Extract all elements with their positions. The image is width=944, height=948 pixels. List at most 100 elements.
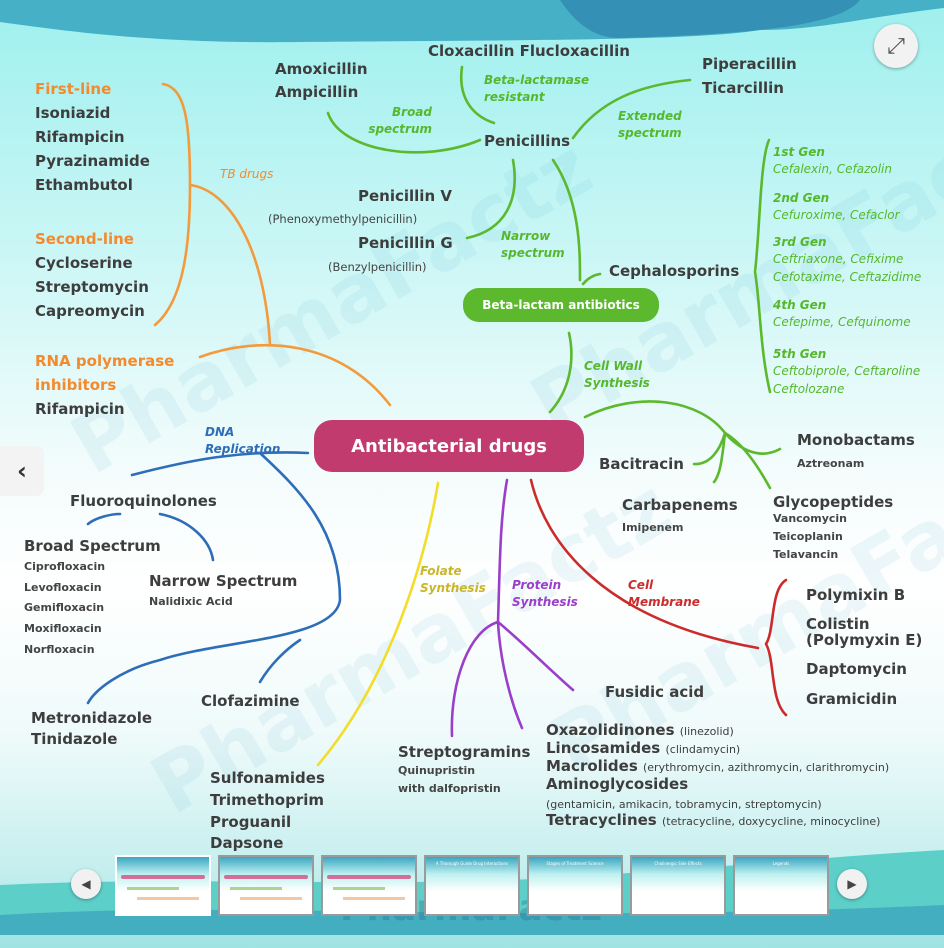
class-name: Macrolides	[546, 757, 638, 775]
rna-title: inhibitors	[35, 376, 117, 394]
fq-narrow-title: Narrow Spectrum	[149, 572, 298, 590]
streptogramin-drug: with dalfopristin	[398, 782, 501, 795]
thumbnail-prev-button[interactable]: ◀	[71, 869, 101, 899]
carbapenems: Carbapenems	[622, 496, 738, 514]
protein-lines	[450, 478, 575, 738]
label-line: spectrum	[618, 126, 682, 141]
slide-thumbnail[interactable]: Stages of Treatment Science	[527, 855, 623, 916]
membrane-drug: Polymixin B	[806, 586, 906, 604]
gen-title: 3rd Gen	[773, 235, 827, 249]
thumb-title: Cholinergic Side Effects	[654, 861, 702, 866]
dna-arc	[130, 451, 310, 477]
tb-branch-label: TB drugs	[220, 167, 274, 181]
glycopeptides-drug: Telavancin	[773, 548, 839, 561]
tb-drug: Streptomycin	[35, 278, 149, 296]
penicillin-g-note: (Benzylpenicillin)	[328, 260, 427, 274]
label-line: Beta-lactamase	[484, 73, 590, 87]
folate-drug: Proguanil	[210, 813, 292, 831]
top-wave-decoration	[0, 0, 944, 43]
gen-title: 2nd Gen	[773, 191, 830, 205]
tb-drug: Isoniazid	[35, 104, 111, 122]
dna-main	[86, 451, 342, 705]
class-note: (clindamycin)	[665, 743, 741, 756]
slide-thumbnail[interactable]: A Thorough Guide Drug Interactions	[424, 855, 520, 916]
tb-drug: Ethambutol	[35, 176, 133, 194]
folate-drug: Sulfonamides	[210, 769, 325, 787]
label-line: Broad	[392, 105, 432, 119]
label-line: Synthesis	[420, 581, 486, 596]
beta-lactam-lines	[326, 65, 782, 490]
label-line: Cell Wall	[584, 359, 643, 373]
tb-drug: Rifampicin	[35, 128, 125, 146]
thumb-preview	[333, 887, 385, 890]
nitroimidazole: Metronidazole	[31, 709, 153, 727]
membrane-drug: (Polymyxin E)	[806, 631, 923, 649]
resistant-line	[459, 65, 496, 125]
tb-drug: Pyrazinamide	[35, 152, 150, 170]
extended-drug: Piperacillin	[702, 55, 797, 73]
gen-drugs: Cefepime, Cefquinome	[773, 315, 911, 330]
fusidic-line	[496, 620, 575, 692]
previous-slide-side-button[interactable]: ‹	[0, 446, 44, 496]
class-note: (linezolid)	[679, 725, 734, 738]
label-line: Folate	[420, 564, 462, 578]
fluoroquinolones: Fluoroquinolones	[70, 492, 217, 510]
triangle-right-icon: ▶	[847, 877, 857, 891]
thumbnail-next-button[interactable]: ▶	[837, 869, 867, 899]
triangle-left-icon: ◀	[81, 877, 91, 891]
glycopeptide-line	[723, 431, 772, 490]
monobactams: Monobactams	[797, 431, 915, 449]
slide-thumbnail[interactable]	[321, 855, 417, 916]
tb-first-line-title: First-line	[35, 80, 112, 98]
membrane-drug: Gramicidin	[806, 690, 898, 708]
nitroimidazole: Tinidazole	[31, 730, 118, 748]
label-line: spectrum	[501, 246, 565, 261]
glycopeptides: Glycopeptides	[773, 493, 894, 511]
label-line: Replication	[205, 441, 281, 456]
tb-rna-arc	[198, 343, 392, 407]
tb-brace	[153, 82, 192, 327]
expand-arrows-icon: ⤢	[887, 33, 905, 59]
thumb-title: Legends	[772, 861, 790, 866]
clofazimine: Clofazimine	[201, 692, 300, 710]
label-line: resistant	[484, 90, 545, 105]
label-line: spectrum	[368, 122, 432, 137]
chevron-left-icon: ‹	[17, 457, 27, 485]
beta-lactam-stem	[551, 158, 582, 282]
cell-wall-stem	[548, 331, 573, 414]
class-name: Oxazolidinones	[546, 721, 675, 739]
tb-branch-lines	[153, 82, 392, 407]
label-line: Synthesis	[584, 376, 650, 391]
narrow-line	[465, 158, 516, 240]
slide-thumbnail[interactable]: Legends	[733, 855, 829, 916]
fq-broad-title: Broad Spectrum	[24, 537, 161, 555]
fq-drug: Ciprofloxacin	[24, 560, 106, 573]
gen-drugs: Ceftolozane	[773, 381, 845, 396]
slide-thumbnail[interactable]	[115, 855, 211, 916]
fullscreen-button[interactable]: ⤢	[874, 24, 918, 68]
label-line: Extended	[618, 109, 682, 123]
label-line: Cell	[628, 578, 654, 592]
streptogramins: Streptogramins	[398, 743, 531, 761]
penicillin-v: Penicillin V	[358, 187, 452, 205]
slide-thumbnail[interactable]	[218, 855, 314, 916]
slide-thumbnail[interactable]: Cholinergic Side Effects	[630, 855, 726, 916]
label-line: Synthesis	[512, 595, 578, 610]
cephalosporins-node: Cephalosporins	[609, 262, 740, 280]
folate-drug: Trimethoprim	[210, 791, 324, 809]
class-name: Tetracyclines	[546, 811, 657, 829]
class-note: (gentamicin, amikacin, tobramycin, strep…	[546, 798, 822, 811]
thumb-title: Stages of Treatment Science	[546, 861, 604, 866]
class-name: Lincosamides	[546, 739, 661, 757]
fq-drug: Levofloxacin	[24, 581, 102, 594]
